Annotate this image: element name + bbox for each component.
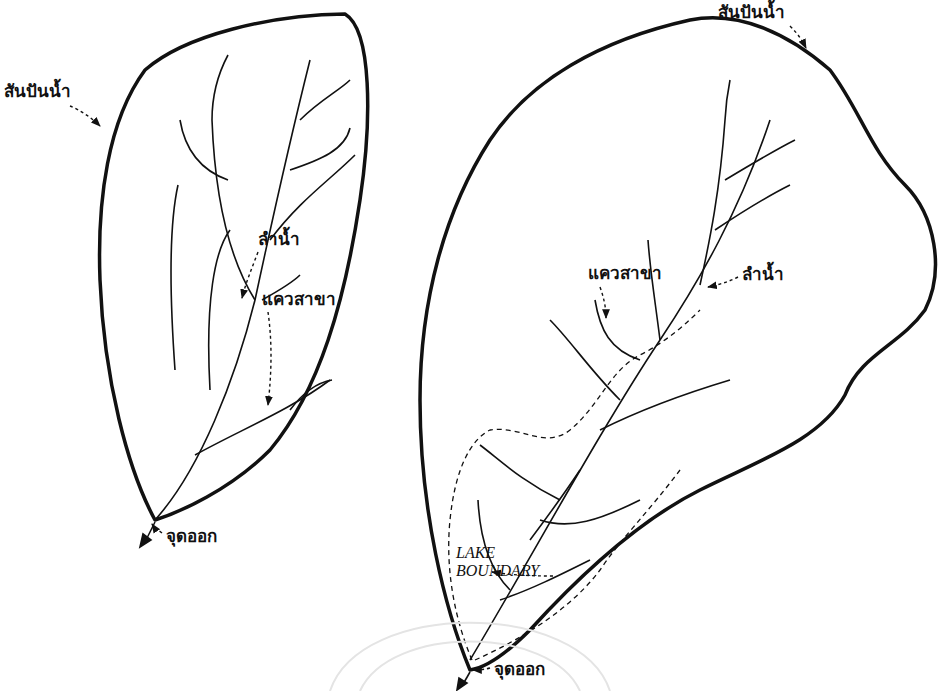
part-label: สันปันน้ำ xyxy=(4,82,71,102)
divide-outline xyxy=(420,18,935,670)
part-label: จุดออก xyxy=(166,527,217,547)
divide-outline xyxy=(100,14,368,520)
part-label: สันปันน้ำ xyxy=(718,3,785,23)
watermark xyxy=(330,623,610,691)
part-label: ลำน้ำ xyxy=(258,230,300,250)
part-label: แควสาขา xyxy=(588,264,662,284)
stream-network xyxy=(155,55,355,520)
part-label: ลำน้ำ xyxy=(742,265,784,285)
lake-boundary xyxy=(449,310,700,660)
outlet-arrow xyxy=(140,522,470,690)
lake-label: LAKE BOUNDARY xyxy=(456,544,551,581)
part-label: จุดออก xyxy=(494,660,545,680)
part-label: แควสาขา xyxy=(262,290,336,310)
leader-arrow xyxy=(70,26,806,670)
